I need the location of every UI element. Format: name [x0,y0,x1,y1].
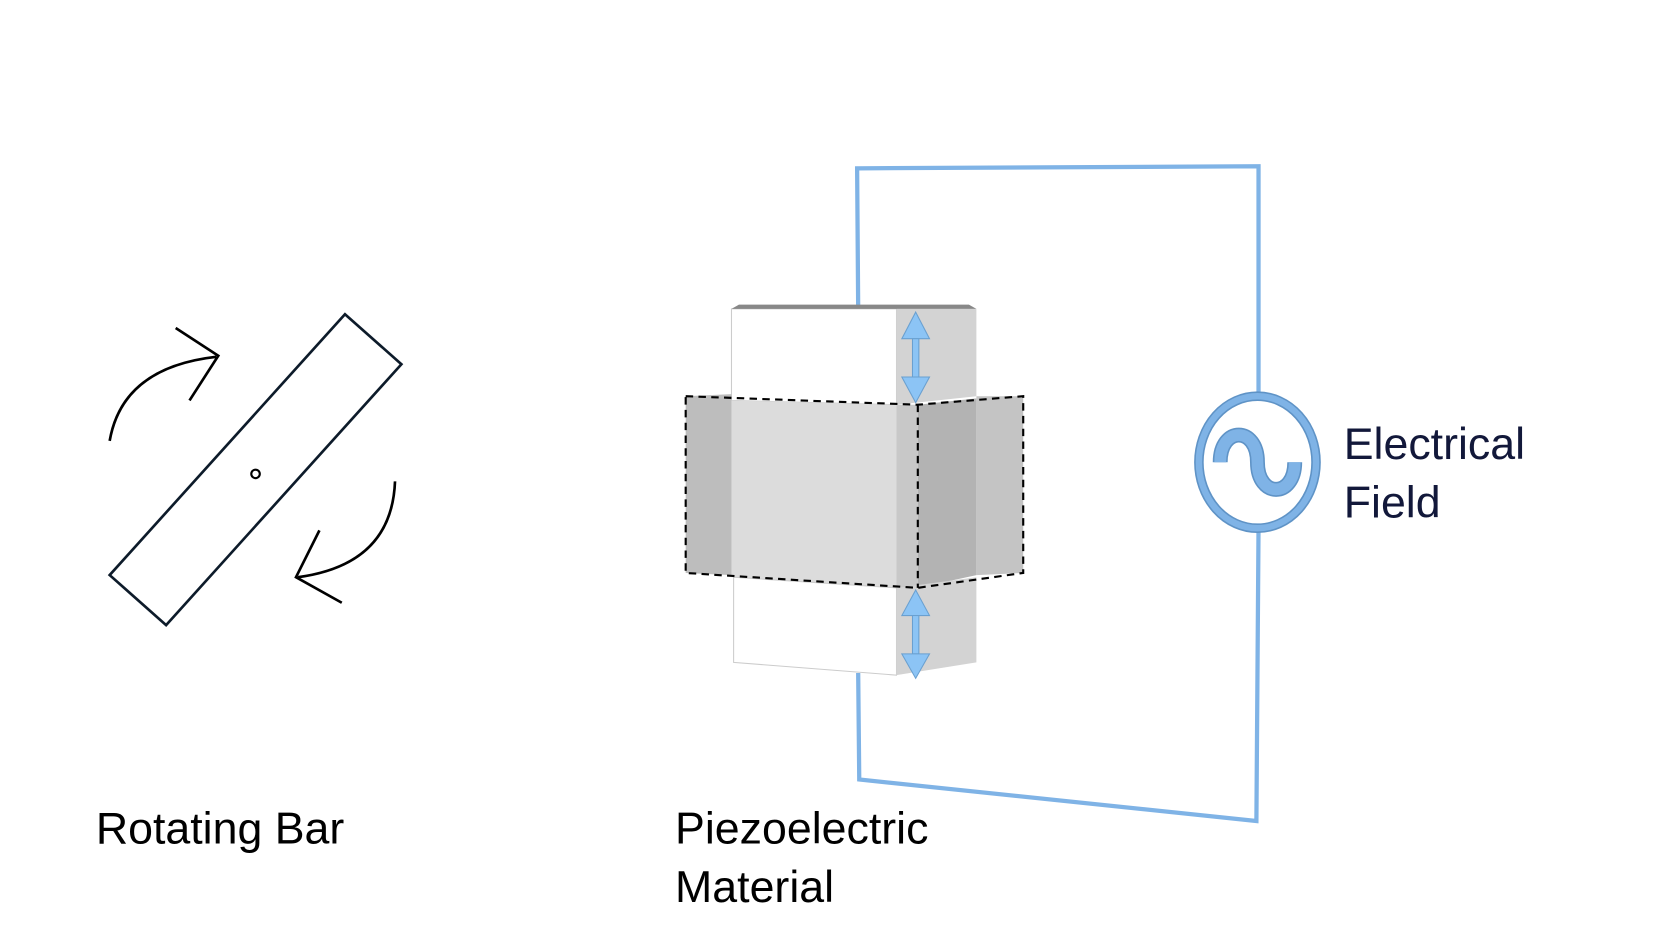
circuit-wire [854,164,1261,824]
field-label-line2: Field [1344,479,1441,528]
rotating-bar-label: Rotating Bar [96,804,345,853]
piezo-label-line1: Piezoelectric [675,804,928,853]
strain-arrow-bottom-icon [900,588,931,680]
rotation-arrow-bottom-icon [294,481,397,604]
piezo-block [684,304,1025,676]
bar-rectangle [107,312,404,627]
piezo-label-line2: Material [675,863,834,912]
pivot-point [250,468,261,480]
ac-source-icon [1194,391,1321,534]
rotation-arrow-top-icon [108,326,221,442]
rotating-bar [107,312,404,627]
strain-arrow-top-icon [900,310,931,404]
deformed-outline [684,395,1025,589]
field-label-line1: Electrical [1344,420,1525,469]
